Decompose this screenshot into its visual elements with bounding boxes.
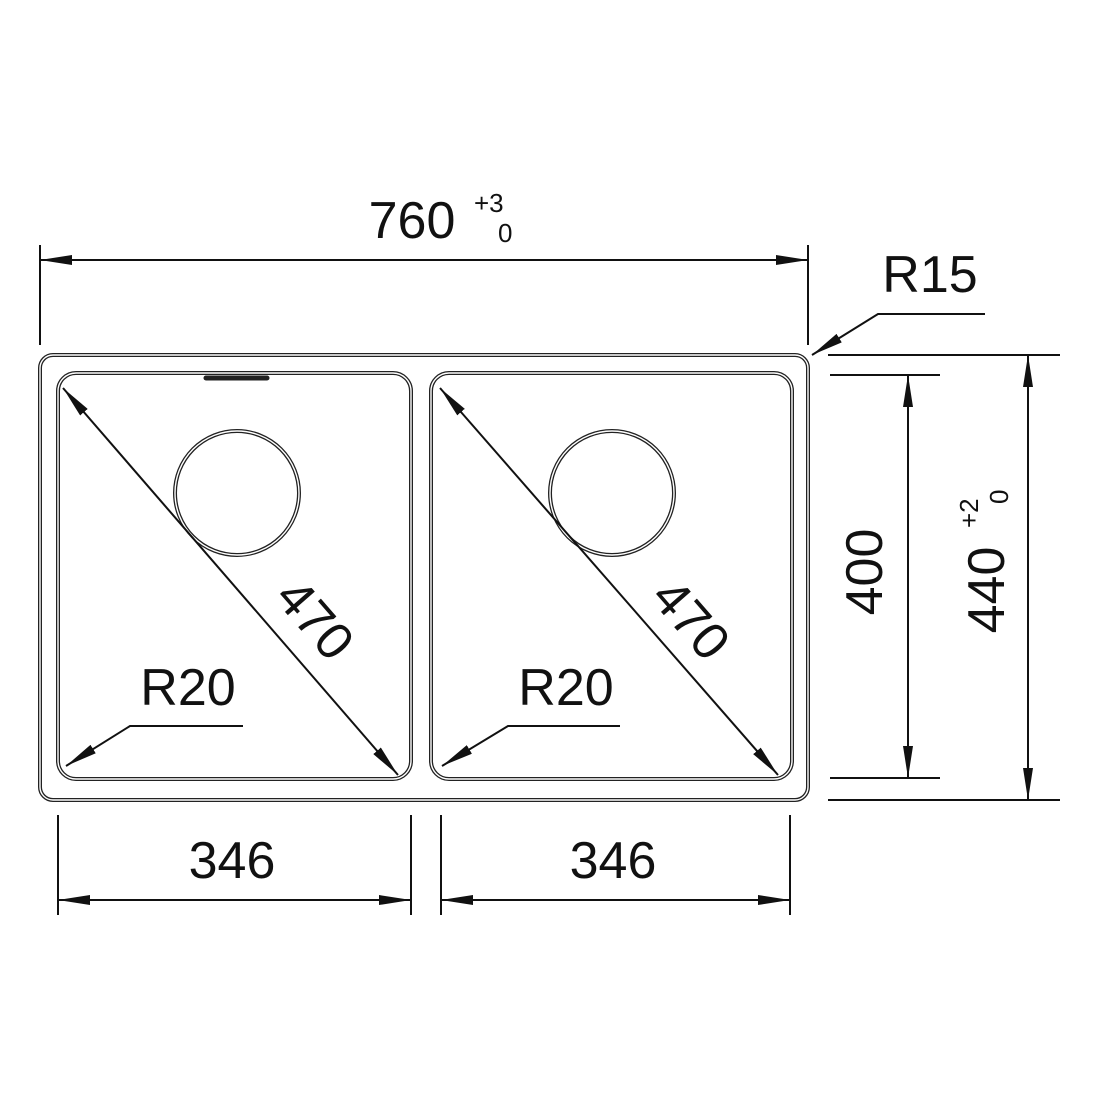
right-radius-label: R20	[518, 659, 613, 717]
overall-depth-tol-upper: +2	[954, 498, 984, 528]
overall-depth-tol-lower: 0	[984, 490, 1014, 504]
right-diagonal-dimension	[439, 387, 779, 776]
overall-width-tol-upper: +3	[474, 188, 504, 218]
bowl-depth-label: 400	[836, 529, 894, 616]
left-diagonal-dimension	[62, 387, 399, 776]
overall-depth-label: 440	[958, 547, 1016, 634]
left-diagonal-label: 470	[264, 568, 365, 672]
right-bowl-width-label: 346	[570, 832, 657, 890]
outer-radius-label: R15	[882, 246, 977, 304]
right-radius-leader	[441, 725, 620, 767]
right-bowl	[429, 371, 794, 781]
right-diagonal-label: 470	[640, 568, 741, 672]
overall-width-tol-lower: 0	[498, 218, 512, 248]
left-bowl	[56, 371, 413, 781]
left-radius-label: R20	[140, 659, 235, 717]
left-bowl-width-label: 346	[189, 832, 276, 890]
outer-radius-leader	[811, 313, 985, 356]
overall-width-label: 760	[369, 192, 456, 250]
left-radius-leader	[65, 725, 243, 767]
